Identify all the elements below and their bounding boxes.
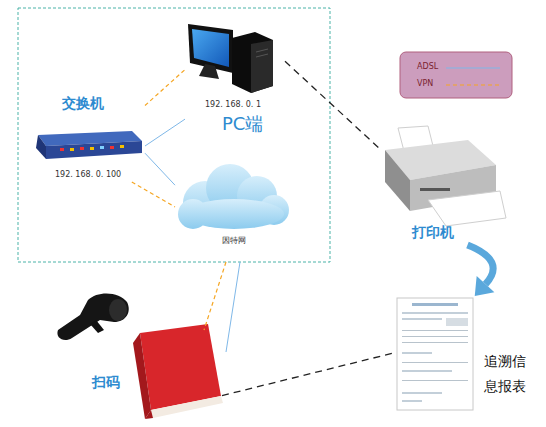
pc-icon (188, 24, 273, 93)
group-frame (18, 8, 330, 262)
printer-node: 打印机 (380, 125, 505, 245)
scan-node: 扫码 (50, 290, 222, 422)
book-icon (133, 324, 223, 419)
dashed-connector (222, 353, 395, 396)
node-label: 扫码 (92, 374, 120, 391)
switch-node: 交换机 192. 168. 0. 100 (35, 92, 145, 182)
report-node: 追溯信 息报表 (395, 296, 540, 414)
scanner-icon (57, 293, 128, 340)
node-label: 因特网 (222, 236, 246, 246)
adsl-connector (145, 153, 175, 185)
cloud-icon (178, 164, 289, 229)
adsl-line (226, 262, 240, 352)
node-label: PC端 (222, 113, 263, 135)
node-label: 打印机 (412, 224, 454, 241)
adsl-connector (145, 119, 185, 146)
dashed-connector (285, 61, 380, 149)
node-label: 192. 168. 0. 1 (205, 100, 261, 110)
legend-box (400, 52, 512, 98)
switch-icon (36, 131, 142, 159)
legend-text: ADSL (417, 62, 438, 72)
flow-arrow (468, 245, 495, 296)
legend-text: VPN (417, 79, 433, 89)
vpn-connector (132, 182, 175, 207)
printer-icon (385, 126, 506, 226)
node-label: 追溯信 息报表 (484, 349, 534, 399)
cloud-node: 因特网 (175, 165, 290, 249)
vpn-line (204, 262, 226, 330)
pc-node: 192. 168. 0. 1 PC端 (185, 20, 285, 138)
report-icon (397, 298, 473, 410)
vpn-connector (145, 70, 185, 106)
node-label: 192. 168. 0. 100 (55, 170, 121, 180)
node-label: 交换机 (62, 95, 104, 112)
